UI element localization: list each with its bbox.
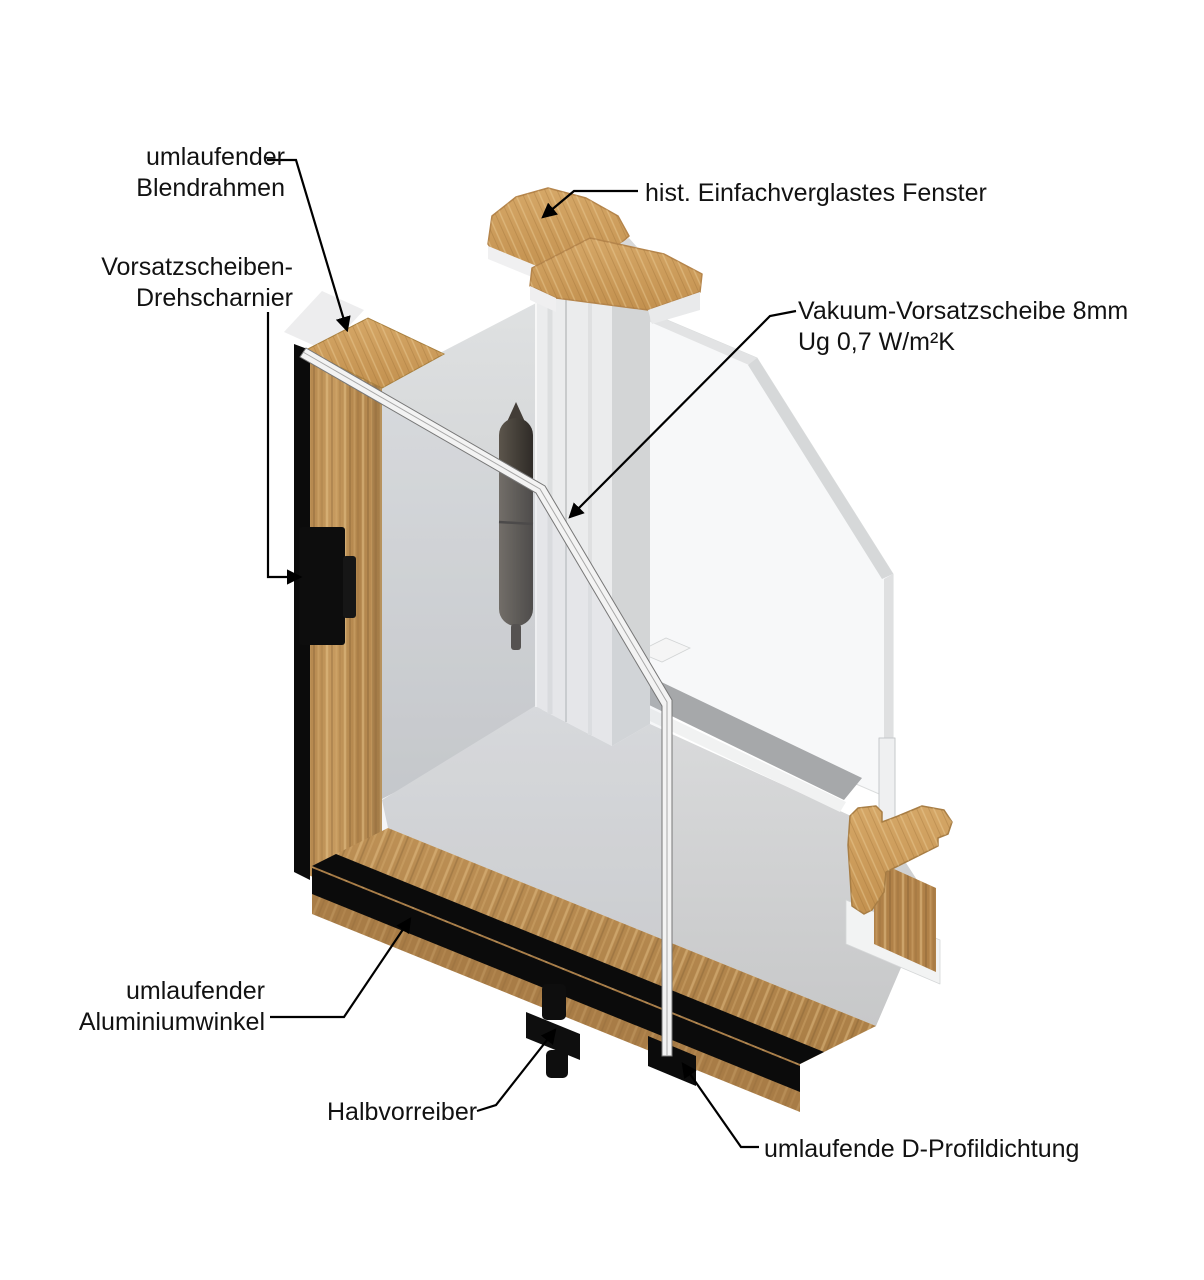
label-line: Halbvorreiber	[327, 1098, 478, 1126]
label-drehscharnier: Vorsatzscheiben- Drehscharnier	[60, 252, 293, 314]
label-line: Blendrahmen	[136, 174, 285, 202]
label-vakuum: Vakuum-Vorsatzscheibe 8mm Ug 0,7 W/m²K	[798, 296, 1128, 358]
label-halbvorreiber: Halbvorreiber	[327, 1097, 477, 1128]
label-line: umlaufende D-Profildichtung	[764, 1135, 1080, 1163]
historic-glass-pane	[647, 311, 894, 801]
historic-sash-bottom-cut	[845, 737, 953, 985]
vacuum-pane-edge	[299, 347, 673, 1057]
leader-lines	[266, 158, 797, 1149]
label-line: Vakuum-Vorsatzscheibe 8mm	[798, 297, 1129, 325]
blendrahmen-left-post	[294, 317, 446, 906]
label-line: Aluminiumwinkel	[78, 1008, 265, 1036]
label-dprofil: umlaufende D-Profildichtung	[764, 1134, 1079, 1165]
aluminium-angle-bottom	[312, 854, 824, 1064]
leader-vakuum	[568, 309, 797, 519]
historic-frame-head-cut	[487, 187, 703, 324]
hinge-block	[299, 527, 356, 645]
label-line: hist. Einfachverglastes Fenster	[645, 179, 987, 207]
label-line: umlaufender	[126, 977, 265, 1005]
label-hist-fenster: hist. Einfachverglastes Fenster	[645, 178, 987, 209]
leader-hist-fenster	[541, 189, 638, 219]
label-line: Drehscharnier	[135, 284, 293, 312]
leader-dprofil	[681, 1062, 759, 1149]
label-line: umlaufender	[146, 143, 285, 171]
label-line: Vorsatzscheiben-	[101, 253, 293, 281]
historic-glass-strip	[878, 737, 896, 823]
leader-drehscharnier	[266, 312, 303, 585]
d-seal-bottom	[312, 868, 800, 1092]
leader-blendrahmen	[267, 158, 351, 333]
label-aluwinkel: umlaufender Aluminiumwinkel	[40, 976, 265, 1038]
label-line: Ug 0,7 W/m²K	[798, 328, 955, 356]
label-blendrahmen: umlaufender Blendrahmen	[60, 142, 285, 204]
leader-halbvorreiber	[476, 1028, 557, 1113]
leader-aluwinkel	[270, 917, 412, 1019]
